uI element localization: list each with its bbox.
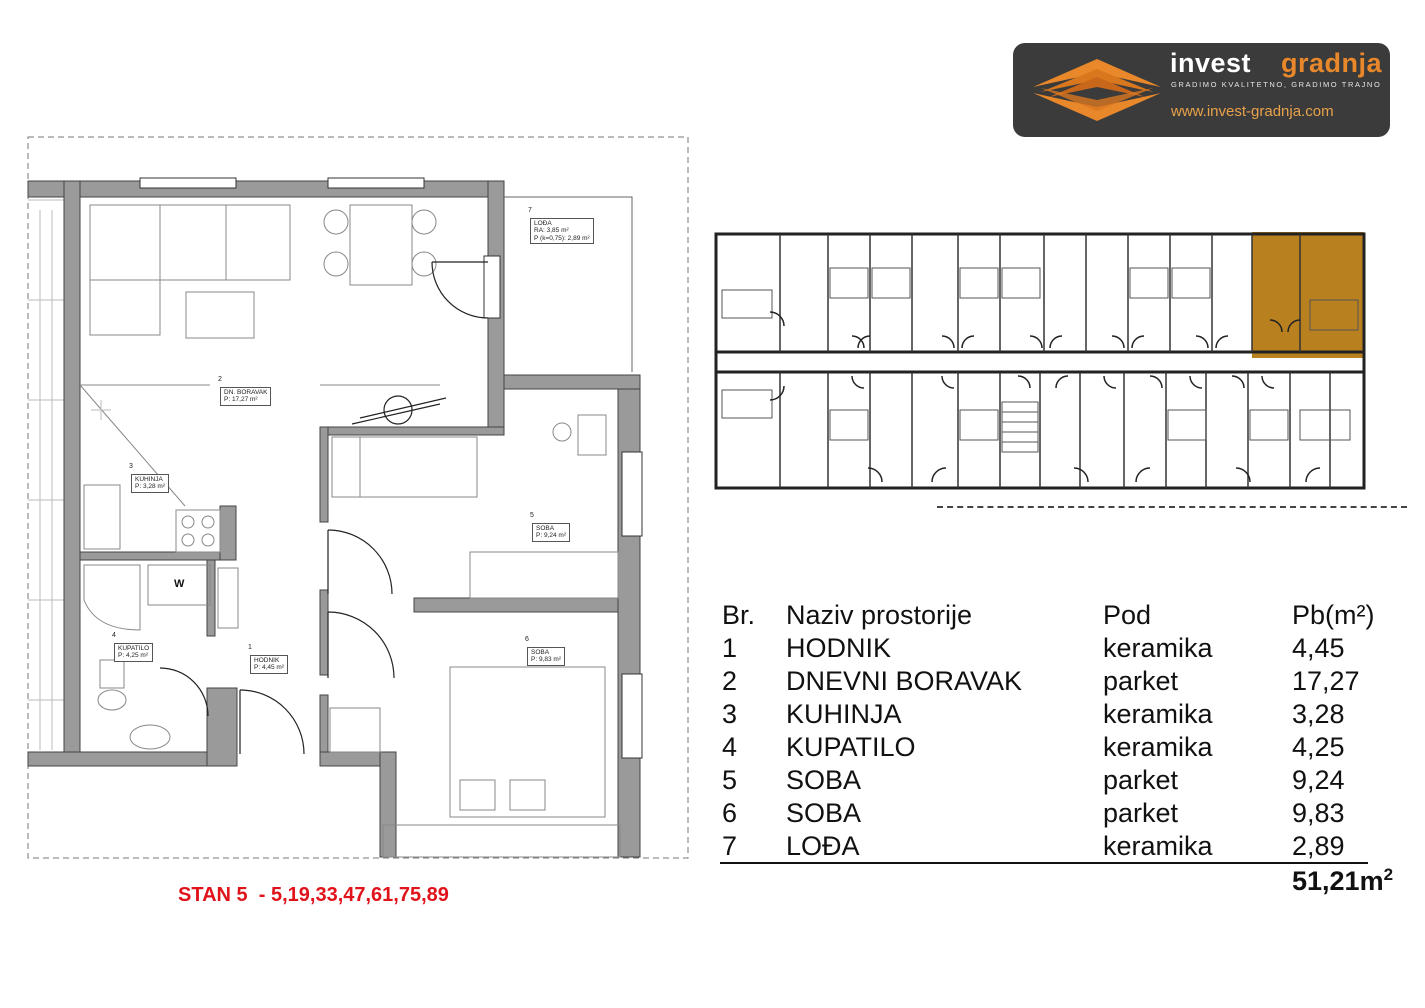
room-box: DN. BORAVAK P: 17,27 m²: [220, 387, 272, 406]
room-name: KUPATILO: [118, 645, 150, 652]
room-label-4: 4 KUPATILO P: 4,25 m²: [112, 632, 154, 662]
room-name: LOĐA: [534, 220, 552, 227]
cell-area: 9,24: [1292, 765, 1345, 795]
room-name: SOBA: [531, 649, 550, 656]
cell-room-name: SOBA: [786, 798, 862, 828]
table-total-rule: [720, 862, 1368, 864]
room-name: SOBA: [536, 525, 555, 532]
cell-number: 5: [722, 765, 738, 795]
room-number: 5: [530, 512, 534, 519]
room-name: DN. BORAVAK: [224, 389, 268, 396]
cell-room-name: SOBA: [786, 765, 862, 795]
room-label-3: 3 KUHINJA P: 3,28 m²: [129, 463, 169, 493]
header-number: Br.: [722, 600, 756, 630]
header-area: Pb(m²): [1292, 600, 1375, 630]
room-number: 3: [129, 463, 133, 470]
washer-label: W: [174, 578, 185, 590]
room-area: P: 9,24 m²: [536, 532, 566, 540]
cell-floor: parket: [1103, 765, 1179, 795]
room-name: HODNIK: [254, 657, 280, 664]
apartment-label: STAN 5 - 5,19,33,47,61,75,89: [178, 884, 449, 906]
cell-floor: parket: [1103, 798, 1179, 828]
room-number: 6: [525, 636, 529, 643]
building-key-plan: [714, 232, 1366, 490]
brand-tagline: GRADIMO KVALITETNO, GRADIMO TRAJNO: [1171, 80, 1382, 89]
room-area: P: 3,28 m²: [135, 483, 165, 491]
room-area: P: 4,25 m²: [118, 652, 148, 660]
apartment-floor-plan: [27, 136, 689, 859]
room-box: KUPATILO P: 4,25 m²: [114, 643, 154, 662]
room-label-6: 6 SOBA P: 9,83 m²: [525, 636, 565, 666]
cell-number: 1: [722, 633, 738, 663]
brand-name-part1: invest: [1170, 48, 1252, 78]
cell-floor: parket: [1103, 666, 1179, 696]
table-row: 6 SOBA parket 9,83: [720, 798, 1410, 831]
cell-area: 9,83: [1292, 798, 1345, 828]
room-box: SOBA P: 9,24 m²: [532, 523, 570, 542]
cell-area: 3,28: [1292, 699, 1345, 729]
header-room-name: Naziv prostorije: [786, 600, 973, 630]
room-box: SOBA P: 9,83 m²: [527, 647, 565, 666]
header-floor: Pod: [1103, 600, 1152, 630]
room-number: 1: [248, 644, 252, 651]
cell-area: 2,89: [1292, 831, 1345, 861]
table-row: 3 KUHINJA keramika 3,28: [720, 699, 1410, 732]
room-label-1: 1 HODNIK P: 4,45 m²: [248, 644, 288, 674]
cell-area: 4,45: [1292, 633, 1345, 663]
cell-number: 2: [722, 666, 738, 696]
company-logo: invest gradnja GRADIMO KVALITETNO, GRADI…: [1013, 43, 1390, 137]
room-area: P: 4,45 m²: [254, 664, 284, 672]
room-area-table: Br. Naziv prostorije Pod Pb(m²) 1 HODNIK…: [720, 600, 1410, 864]
room-box: HODNIK P: 4,45 m²: [250, 655, 288, 674]
table-row: 5 SOBA parket 9,24: [720, 765, 1410, 798]
room-number: 4: [112, 632, 116, 639]
table-header: Br. Naziv prostorije Pod Pb(m²): [720, 600, 1410, 633]
cell-floor: keramika: [1103, 633, 1213, 663]
room-number: 2: [218, 376, 222, 383]
brand-name-part2: gradnja: [1281, 48, 1383, 78]
cell-room-name: DNEVNI BORAVAK: [786, 666, 1023, 696]
room-box: LOĐA RA: 3,85 m² P (k=0,75): 2,89 m²: [530, 218, 594, 245]
room-label-2: 2 DN. BORAVAK P: 17,27 m²: [218, 376, 272, 406]
total-area-value: 51,21m: [1292, 866, 1384, 896]
table-row: 2 DNEVNI BORAVAK parket 17,27: [720, 666, 1410, 699]
cell-number: 4: [722, 732, 738, 762]
room-label-7: 7 LOĐA RA: 3,85 m² P (k=0,75): 2,89 m²: [528, 207, 594, 245]
table-row: 7 LOĐA keramika 2,89: [720, 831, 1410, 864]
cell-number: 7: [722, 831, 738, 861]
room-area: P: 17,27 m²: [224, 396, 258, 404]
cell-floor: keramika: [1103, 732, 1213, 762]
room-number: 7: [528, 207, 532, 214]
total-area-unit-exponent: 2: [1383, 865, 1394, 884]
brand-website: www.invest-gradnja.com: [1171, 103, 1334, 120]
room-area: P (k=0,75): 2,89 m²: [534, 234, 590, 242]
table-row: 1 HODNIK keramika 4,45: [720, 633, 1410, 666]
cell-room-name: KUHINJA: [786, 699, 902, 729]
cell-room-name: KUPATILO: [786, 732, 916, 762]
room-area-ra: RA: 3,85 m²: [534, 227, 569, 235]
cell-room-name: HODNIK: [786, 633, 892, 663]
room-label-5: 5 SOBA P: 9,24 m²: [530, 512, 570, 542]
total-area: 51,21m2: [1292, 865, 1393, 897]
cell-floor: keramika: [1103, 831, 1213, 861]
cell-area: 17,27: [1292, 666, 1360, 696]
cell-area: 4,25: [1292, 732, 1345, 762]
room-box: KUHINJA P: 3,28 m²: [131, 474, 169, 493]
room-name: KUHINJA: [135, 476, 163, 483]
section-divider: [937, 506, 1407, 508]
logo-chevron-icon: [1033, 59, 1161, 121]
cell-room-name: LOĐA: [786, 831, 860, 861]
room-area: P: 9,83 m²: [531, 656, 561, 664]
cell-number: 6: [722, 798, 738, 828]
cell-number: 3: [722, 699, 738, 729]
table-row: 4 KUPATILO keramika 4,25: [720, 732, 1410, 765]
cell-floor: keramika: [1103, 699, 1213, 729]
